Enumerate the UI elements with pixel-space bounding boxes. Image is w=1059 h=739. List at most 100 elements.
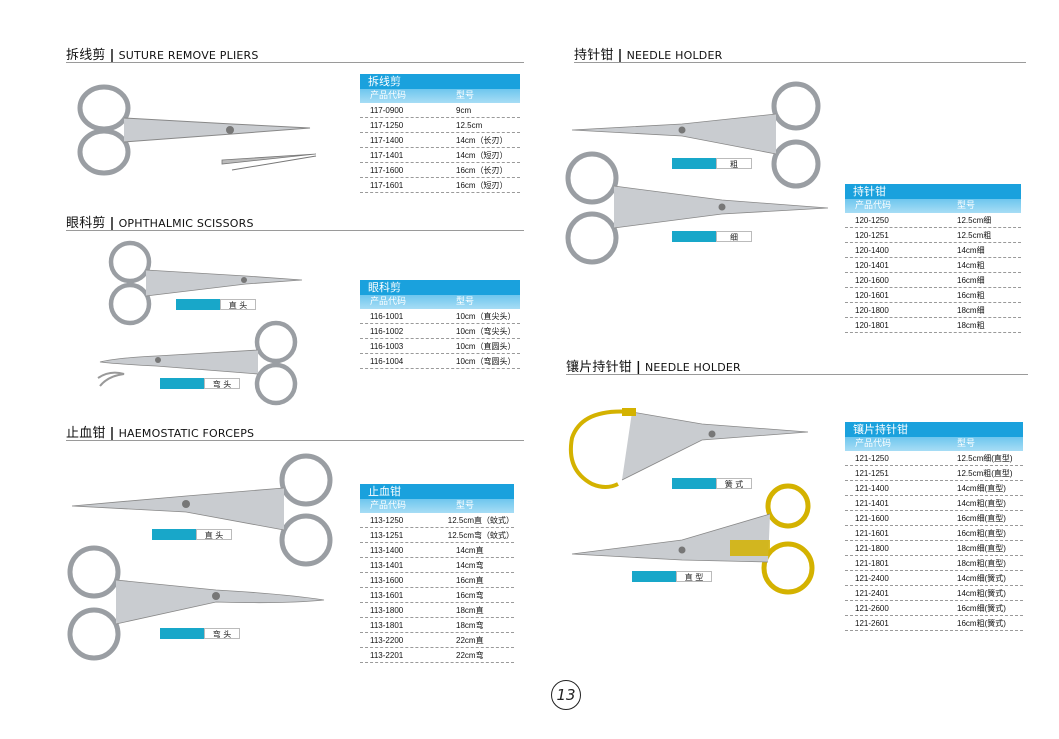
model-cell: 18cm直 <box>456 606 484 615</box>
code-cell: 121-1250 <box>855 454 889 463</box>
model-cell: 16cm粗(簧式) <box>957 619 1006 628</box>
model-cell: 14cm直 <box>456 546 484 555</box>
code-cell: 120-1250 <box>855 216 889 225</box>
badge-straight-head: 直 头 <box>176 299 256 310</box>
col-model-header: 型号 <box>957 201 976 211</box>
badge-label: 弯 头 <box>204 378 240 389</box>
section-title-cn: 镶片持针钳 <box>566 360 633 375</box>
code-cell: 113-1250 <box>370 516 404 525</box>
code-cell: 116-1004 <box>370 357 404 366</box>
table-row: 113-1400 14cm直 <box>360 543 514 558</box>
badge-label: 直 型 <box>676 571 712 582</box>
model-cell: 14cm细(直型) <box>957 484 1006 493</box>
code-cell: 121-1801 <box>855 559 889 568</box>
section-header-needle-holder: 持针钳|NEEDLE HOLDER <box>574 44 722 64</box>
badge-label: 直 头 <box>220 299 256 310</box>
section-rule <box>566 374 1028 375</box>
model-cell: 12.5cm <box>456 121 483 130</box>
model-cell: 18cm弯 <box>456 621 484 630</box>
code-cell: 113-1400 <box>370 546 404 555</box>
section-title-cn: 拆线剪 <box>66 48 106 63</box>
model-cell: 14cm弯 <box>456 561 484 570</box>
table-row: 113-1801 18cm弯 <box>360 618 514 633</box>
badge-coarse: 粗 <box>672 158 752 169</box>
code-cell: 117-1600 <box>370 166 404 175</box>
section-rule <box>66 230 524 231</box>
model-cell: 22cm弯 <box>456 651 484 660</box>
section-header-haemostatic: 止血钳|HAEMOSTATIC FORCEPS <box>66 422 254 442</box>
code-cell: 117-1401 <box>370 151 404 160</box>
table-header: 产品代码 型号 <box>845 199 1021 213</box>
haemostatic-forceps-image <box>67 453 333 661</box>
model-cell: 18cm粗 <box>957 321 985 330</box>
badge-spring-type: 簧 式 <box>672 478 752 489</box>
code-cell: 121-1401 <box>855 499 889 508</box>
table-row: 121-1251 12.5cm粗(直型) <box>845 466 1023 481</box>
code-cell: 116-1003 <box>370 342 404 351</box>
col-model-header: 型号 <box>456 501 475 511</box>
model-cell: 12.5cm粗(直型) <box>957 469 1013 478</box>
section-title-en: NEEDLE HOLDER <box>644 361 741 374</box>
badge-curved-head: 弯 头 <box>160 628 240 639</box>
code-cell: 117-1601 <box>370 181 404 190</box>
model-cell: 16cm弯 <box>456 591 484 600</box>
model-cell: 14cm粗 <box>957 261 985 270</box>
model-cell: 14cm（长刃） <box>456 136 508 145</box>
section-title-en: OPHTHALMIC SCISSORS <box>118 217 254 230</box>
badge-label: 簧 式 <box>716 478 752 489</box>
col-model-header: 型号 <box>456 297 475 307</box>
table-row: 121-2600 16cm细(簧式) <box>845 601 1023 616</box>
section-title-en: NEEDLE HOLDER <box>626 49 723 62</box>
model-cell: 16cm细(簧式) <box>957 604 1006 613</box>
col-code-header: 产品代码 <box>370 91 407 101</box>
code-cell: 113-1251 <box>370 531 404 540</box>
table-header: 产品代码 型号 <box>845 437 1023 451</box>
col-code-header: 产品代码 <box>855 439 892 449</box>
model-cell: 22cm直 <box>456 636 484 645</box>
code-cell: 113-1801 <box>370 621 404 630</box>
table-title: 拆线剪 <box>360 74 520 89</box>
code-cell: 121-2601 <box>855 619 889 628</box>
table-header: 产品代码 型号 <box>360 295 520 309</box>
code-cell: 120-1400 <box>855 246 889 255</box>
model-cell: 16cm（短刃） <box>456 181 508 190</box>
code-cell: 121-2600 <box>855 604 889 613</box>
model-cell: 14cm粗(簧式) <box>957 589 1006 598</box>
table-title: 止血钳 <box>360 484 514 499</box>
table-header: 产品代码 型号 <box>360 89 520 103</box>
model-cell: 18cm细 <box>957 306 985 315</box>
code-cell: 121-1251 <box>855 469 889 478</box>
model-cell: 18cm细(直型) <box>957 544 1006 553</box>
col-code-header: 产品代码 <box>370 297 407 307</box>
section-header-ophthalmic: 眼科剪|OPHTHALMIC SCISSORS <box>66 212 254 232</box>
section-header-inlay-needle-holder: 镶片持针钳|NEEDLE HOLDER <box>566 356 741 376</box>
col-model-header: 型号 <box>456 91 475 101</box>
model-cell: 12.5cm细(直型) <box>957 454 1013 463</box>
section-title-cn: 眼科剪 <box>66 216 106 231</box>
code-cell: 121-1600 <box>855 514 889 523</box>
needle-holder-image <box>565 81 829 265</box>
code-cell: 120-1601 <box>855 291 889 300</box>
table-row: 121-2601 16cm粗(簧式) <box>845 616 1023 631</box>
